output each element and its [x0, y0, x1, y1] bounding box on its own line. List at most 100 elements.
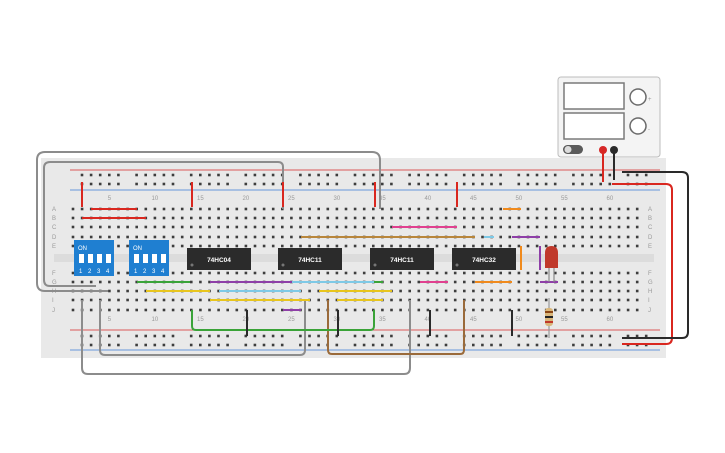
breadboard-hole[interactable] — [381, 343, 384, 347]
breadboard-hole[interactable] — [499, 308, 502, 312]
breadboard-hole[interactable] — [572, 280, 575, 284]
breadboard-hole[interactable] — [599, 271, 603, 275]
breadboard-hole[interactable] — [244, 244, 248, 248]
breadboard-hole[interactable] — [590, 343, 593, 347]
breadboard-hole[interactable] — [190, 216, 193, 220]
breadboard-hole[interactable] — [435, 308, 439, 312]
breadboard-hole[interactable] — [244, 235, 248, 239]
breadboard-hole[interactable] — [563, 289, 566, 293]
breadboard-hole[interactable] — [89, 343, 93, 347]
breadboard-hole[interactable] — [271, 207, 275, 211]
breadboard-hole[interactable] — [390, 334, 393, 338]
breadboard-hole[interactable] — [617, 308, 621, 312]
breadboard-hole[interactable] — [526, 225, 530, 229]
breadboard-hole[interactable] — [253, 207, 257, 211]
breadboard-hole[interactable] — [71, 225, 75, 229]
breadboard-hole[interactable] — [299, 182, 302, 186]
breadboard-hole[interactable] — [144, 207, 148, 211]
breadboard-hole[interactable] — [71, 235, 75, 239]
breadboard-hole[interactable] — [299, 235, 302, 239]
breadboard-hole[interactable] — [262, 225, 266, 229]
breadboard-hole[interactable] — [108, 298, 111, 302]
breadboard-hole[interactable] — [99, 280, 102, 284]
breadboard-hole[interactable] — [335, 271, 339, 275]
breadboard-hole[interactable] — [108, 280, 111, 284]
breadboard-hole[interactable] — [463, 216, 466, 220]
breadboard-hole[interactable] — [435, 298, 439, 302]
breadboard-hole[interactable] — [326, 244, 330, 248]
breadboard-hole[interactable] — [417, 207, 421, 211]
breadboard-hole[interactable] — [626, 308, 630, 312]
breadboard-hole[interactable] — [171, 298, 175, 302]
breadboard-hole[interactable] — [599, 244, 603, 248]
breadboard-hole[interactable] — [635, 298, 639, 302]
breadboard-hole[interactable] — [599, 298, 603, 302]
breadboard-hole[interactable] — [481, 289, 484, 293]
breadboard-hole[interactable] — [472, 343, 475, 347]
breadboard-hole[interactable] — [199, 334, 202, 338]
breadboard-hole[interactable] — [544, 334, 548, 338]
breadboard-hole[interactable] — [335, 225, 339, 229]
breadboard-hole[interactable] — [481, 271, 484, 275]
dip-switch-2[interactable]: ON 1 2 3 4 — [129, 240, 169, 276]
breadboard-hole[interactable] — [426, 343, 430, 347]
breadboard-hole[interactable] — [362, 244, 366, 248]
breadboard-hole[interactable] — [335, 343, 339, 347]
breadboard-hole[interactable] — [617, 225, 621, 229]
breadboard-hole[interactable] — [344, 216, 348, 220]
breadboard-hole[interactable] — [608, 334, 612, 338]
breadboard-hole[interactable] — [635, 334, 639, 338]
breadboard-hole[interactable] — [535, 182, 539, 186]
breadboard-hole[interactable] — [590, 334, 593, 338]
breadboard-hole[interactable] — [626, 225, 630, 229]
breadboard-hole[interactable] — [453, 280, 457, 284]
gray-wire-inner-loop[interactable] — [43, 161, 284, 287]
breadboard-hole[interactable] — [108, 334, 111, 338]
breadboard-hole[interactable] — [162, 334, 166, 338]
breadboard-hole[interactable] — [581, 225, 584, 229]
breadboard-hole[interactable] — [508, 216, 512, 220]
breadboard-hole[interactable] — [408, 207, 411, 211]
breadboard-hole[interactable] — [371, 334, 375, 338]
breadboard-hole[interactable] — [453, 207, 457, 211]
breadboard-hole[interactable] — [599, 280, 603, 284]
breadboard-hole[interactable] — [317, 173, 320, 177]
breadboard-hole[interactable] — [362, 308, 366, 312]
breadboard-hole[interactable] — [381, 182, 384, 186]
breadboard-hole[interactable] — [499, 207, 502, 211]
breadboard-hole[interactable] — [226, 235, 229, 239]
breadboard-hole[interactable] — [117, 308, 120, 312]
breadboard-hole[interactable] — [508, 308, 512, 312]
breadboard-hole[interactable] — [353, 334, 357, 338]
breadboard-hole[interactable] — [517, 289, 521, 293]
breadboard-hole[interactable] — [599, 207, 603, 211]
breadboard-hole[interactable] — [71, 207, 75, 211]
breadboard-hole[interactable] — [399, 280, 402, 284]
breadboard-hole[interactable] — [472, 244, 475, 248]
breadboard-hole[interactable] — [490, 289, 493, 293]
breadboard-hole[interactable] — [544, 298, 548, 302]
breadboard-hole[interactable] — [199, 235, 202, 239]
breadboard-hole[interactable] — [117, 182, 120, 186]
breadboard-hole[interactable] — [399, 207, 402, 211]
breadboard-hole[interactable] — [189, 343, 193, 347]
breadboard-hole[interactable] — [217, 173, 220, 177]
breadboard-hole[interactable] — [453, 308, 457, 312]
breadboard-hole[interactable] — [226, 343, 229, 347]
breadboard-hole[interactable] — [517, 308, 521, 312]
breadboard-hole[interactable] — [490, 207, 493, 211]
breadboard-hole[interactable] — [554, 289, 557, 293]
breadboard-hole[interactable] — [435, 182, 439, 186]
breadboard-hole[interactable] — [117, 280, 120, 284]
breadboard-hole[interactable] — [453, 244, 457, 248]
breadboard-hole[interactable] — [80, 235, 84, 239]
breadboard-hole[interactable] — [235, 308, 239, 312]
breadboard-hole[interactable] — [226, 334, 229, 338]
breadboard-hole[interactable] — [490, 343, 493, 347]
breadboard-hole[interactable] — [390, 173, 393, 177]
breadboard-hole[interactable] — [162, 235, 166, 239]
breadboard-hole[interactable] — [208, 280, 211, 284]
breadboard-hole[interactable] — [381, 216, 384, 220]
breadboard-hole[interactable] — [408, 289, 411, 293]
breadboard-hole[interactable] — [281, 308, 284, 312]
